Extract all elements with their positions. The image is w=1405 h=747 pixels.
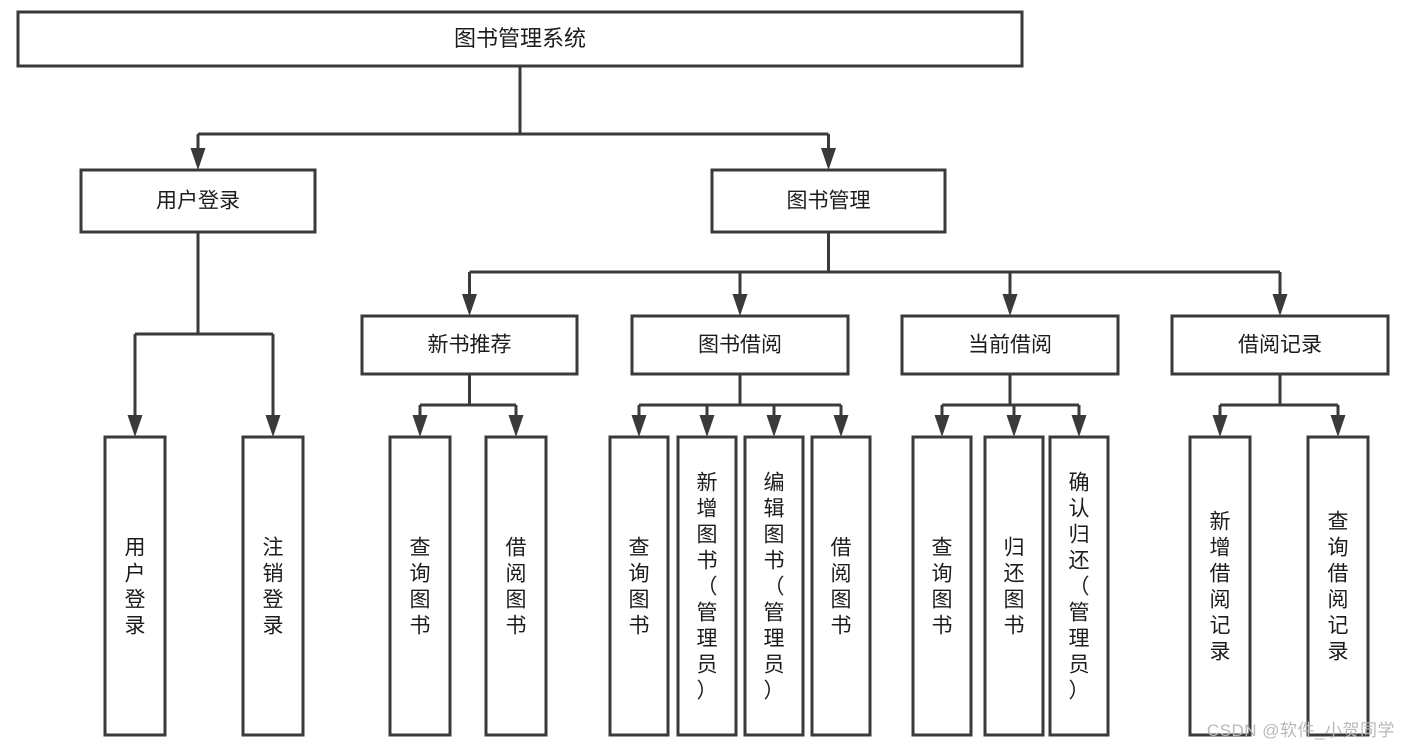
node-l2_1[interactable]: 图书管理	[710, 168, 947, 234]
node-box[interactable]	[79, 168, 317, 234]
node-label: 借阅记录	[1238, 334, 1322, 357]
node-l2_0[interactable]: 用户登录	[79, 168, 317, 234]
node-box[interactable]	[103, 435, 167, 737]
node-leaf_10[interactable]: 确认归还（管理员）	[1048, 435, 1110, 737]
node-l3_3[interactable]: 借阅记录	[1170, 314, 1390, 376]
node-box[interactable]	[16, 10, 1024, 68]
node-box[interactable]	[676, 435, 738, 737]
node-box[interactable]	[241, 435, 305, 737]
node-label: 图书管理系统	[454, 26, 586, 51]
node-leaf_9[interactable]: 归还图书	[983, 435, 1045, 737]
node-label: 新增借阅记录	[1210, 510, 1231, 663]
node-box[interactable]	[1306, 435, 1370, 737]
node-box[interactable]	[630, 314, 850, 376]
node-box[interactable]	[360, 314, 579, 376]
connector-group-l2_1	[462, 232, 1288, 316]
node-leaf_11[interactable]: 新增借阅记录	[1188, 435, 1252, 737]
node-box[interactable]	[1048, 435, 1110, 737]
connector-layer	[127, 66, 1346, 437]
node-box[interactable]	[1170, 314, 1390, 376]
connector-group-l3_2	[934, 374, 1087, 437]
node-box[interactable]	[810, 435, 872, 737]
arrow-head-icon	[127, 415, 143, 437]
node-l3_2[interactable]: 当前借阅	[900, 314, 1120, 376]
node-label: 查询图书	[629, 536, 650, 637]
node-leaf_8[interactable]: 查询图书	[911, 435, 973, 737]
node-label: 新书推荐	[428, 334, 512, 357]
arrow-head-icon	[766, 415, 782, 437]
node-label: 注销登录	[263, 536, 284, 637]
node-box[interactable]	[608, 435, 670, 737]
connector-group-l3_3	[1212, 374, 1346, 437]
arrow-head-icon	[508, 415, 524, 437]
arrow-head-icon	[462, 294, 477, 316]
node-label: 图书管理	[787, 190, 871, 213]
node-leaf_6[interactable]: 编辑图书（管理员）	[743, 435, 805, 737]
arrow-head-icon	[190, 148, 206, 170]
node-label: 用户登录	[156, 190, 240, 213]
node-box[interactable]	[911, 435, 973, 737]
connector-group-root	[190, 66, 836, 170]
node-label: 归还图书	[1004, 536, 1025, 637]
node-leaf_3[interactable]: 借阅图书	[484, 435, 548, 737]
node-leaf_5[interactable]: 新增图书（管理员）	[676, 435, 738, 737]
arrow-head-icon	[934, 415, 950, 437]
node-box[interactable]	[743, 435, 805, 737]
connector-group-l3_1	[631, 374, 849, 437]
node-label: 查询借阅记录	[1328, 510, 1349, 663]
node-box[interactable]	[388, 435, 452, 737]
node-leaf_0[interactable]: 用户登录	[103, 435, 167, 737]
arrow-head-icon	[1071, 415, 1087, 437]
node-box[interactable]	[983, 435, 1045, 737]
arrow-head-icon	[1006, 415, 1022, 437]
arrow-head-icon	[1330, 415, 1346, 437]
connector-group-l3_0	[412, 374, 524, 437]
arrow-head-icon	[1272, 294, 1288, 316]
node-box[interactable]	[900, 314, 1120, 376]
node-l3_0[interactable]: 新书推荐	[360, 314, 579, 376]
node-box[interactable]	[1188, 435, 1252, 737]
node-label: 借阅图书	[506, 536, 527, 637]
node-box[interactable]	[484, 435, 548, 737]
arrow-head-icon	[732, 294, 748, 316]
node-root[interactable]: 图书管理系统	[16, 10, 1024, 68]
node-l3_1[interactable]: 图书借阅	[630, 314, 850, 376]
node-label: 确认归还（管理员）	[1069, 471, 1090, 702]
arrow-head-icon	[1002, 294, 1018, 316]
connector-group-l2_0	[127, 232, 281, 437]
arrow-head-icon	[699, 415, 715, 437]
node-leaf_4[interactable]: 查询图书	[608, 435, 670, 737]
node-leaf_12[interactable]: 查询借阅记录	[1306, 435, 1370, 737]
arrow-head-icon	[412, 415, 428, 437]
node-leaf_1[interactable]: 注销登录	[241, 435, 305, 737]
node-box[interactable]	[710, 168, 947, 234]
arrow-head-icon	[821, 148, 836, 170]
node-leaf_2[interactable]: 查询图书	[388, 435, 452, 737]
arrow-head-icon	[1212, 415, 1228, 437]
node-label: 借阅图书	[831, 536, 852, 637]
node-label: 新增图书（管理员）	[697, 471, 718, 702]
node-label: 查询图书	[410, 536, 431, 637]
node-layer: 图书管理系统用户登录图书管理新书推荐图书借阅当前借阅借阅记录用户登录注销登录查询…	[16, 10, 1390, 737]
node-label: 当前借阅	[968, 334, 1052, 357]
node-leaf_7[interactable]: 借阅图书	[810, 435, 872, 737]
node-label: 查询图书	[932, 536, 953, 637]
node-label: 编辑图书（管理员）	[764, 471, 785, 702]
arrow-head-icon	[265, 415, 281, 437]
arrow-head-icon	[833, 415, 849, 437]
node-label: 图书借阅	[698, 334, 782, 357]
arrow-head-icon	[631, 415, 647, 437]
node-label: 用户登录	[125, 536, 146, 637]
watermark: CSDN @软件_小贺同学	[1206, 721, 1395, 740]
